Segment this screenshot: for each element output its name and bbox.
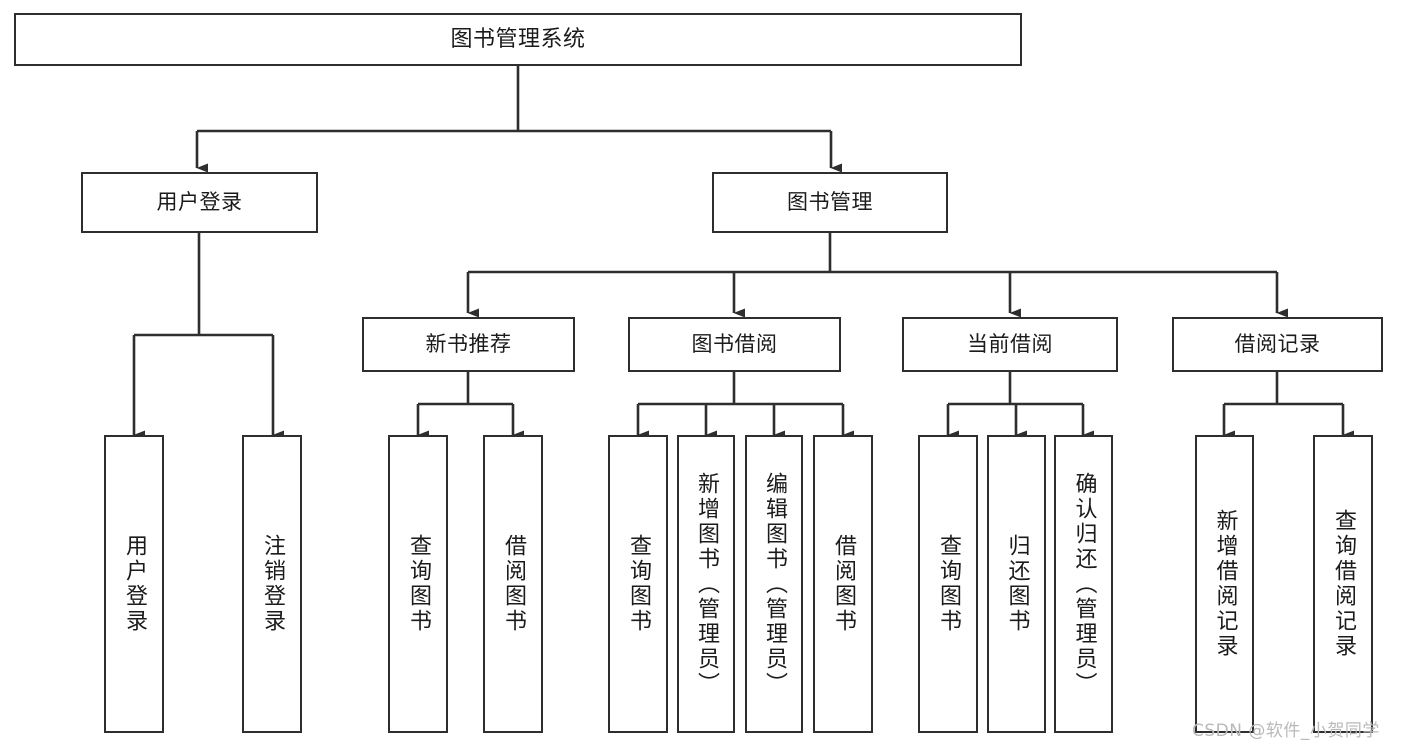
user-login-to-leaves-connectors bbox=[132, 233, 284, 440]
node-leaf-user-login[interactable]: 用户登录 bbox=[104, 435, 164, 733]
book-borrow-to-leaves-connectors bbox=[636, 372, 854, 440]
node-leaf-add-borrow-record[interactable]: 新增借阅记录 bbox=[1195, 435, 1254, 733]
node-borrow-record-label: 借阅记录 bbox=[1234, 332, 1321, 357]
node-leaf-confirm-return-label: 确认归还（管理员） bbox=[1071, 471, 1097, 697]
node-leaf-add-borrow-record-label: 新增借阅记录 bbox=[1212, 509, 1238, 659]
node-leaf-borrow-book-2-label: 借阅图书 bbox=[831, 534, 856, 634]
node-leaf-query-book-1-label: 查询图书 bbox=[406, 534, 431, 634]
node-book-borrow-label: 图书借阅 bbox=[691, 332, 778, 357]
node-leaf-edit-book-label: 编辑图书（管理员） bbox=[762, 471, 787, 697]
node-leaf-query-book-2-label: 查询图书 bbox=[626, 534, 651, 634]
node-book-borrow[interactable]: 图书借阅 bbox=[628, 317, 841, 372]
node-borrow-record[interactable]: 借阅记录 bbox=[1172, 317, 1383, 372]
node-leaf-query-borrow-record[interactable]: 查询借阅记录 bbox=[1313, 435, 1373, 733]
node-root-label: 图书管理系统 bbox=[450, 26, 586, 52]
node-leaf-logout-login[interactable]: 注销登录 bbox=[242, 435, 302, 733]
node-leaf-query-book-3[interactable]: 查询图书 bbox=[918, 435, 978, 733]
node-user-login-label: 用户登录 bbox=[156, 190, 243, 215]
node-leaf-return-book-label: 归还图书 bbox=[1004, 534, 1030, 634]
node-leaf-borrow-book-1[interactable]: 借阅图书 bbox=[483, 435, 543, 733]
book-management-to-level3-connectors bbox=[466, 233, 1288, 318]
node-root[interactable]: 图书管理系统 bbox=[14, 13, 1022, 66]
node-leaf-borrow-book-1-label: 借阅图书 bbox=[501, 534, 526, 634]
node-leaf-borrow-book-2[interactable]: 借阅图书 bbox=[813, 435, 873, 733]
node-leaf-add-book-label: 新增图书（管理员） bbox=[694, 471, 719, 697]
node-leaf-query-borrow-record-label: 查询借阅记录 bbox=[1331, 509, 1356, 659]
node-leaf-return-book[interactable]: 归还图书 bbox=[987, 435, 1046, 733]
current-borrow-to-leaves-connectors bbox=[946, 372, 1094, 440]
node-book-management[interactable]: 图书管理 bbox=[712, 172, 948, 233]
node-leaf-query-book-3-label: 查询图书 bbox=[936, 534, 961, 634]
node-leaf-add-book[interactable]: 新增图书（管理员） bbox=[677, 435, 735, 733]
node-new-book-recommend-label: 新书推荐 bbox=[425, 332, 512, 357]
node-book-management-label: 图书管理 bbox=[787, 190, 873, 215]
node-new-book-recommend[interactable]: 新书推荐 bbox=[362, 317, 575, 372]
node-leaf-query-book-1[interactable]: 查询图书 bbox=[388, 435, 448, 733]
node-leaf-confirm-return[interactable]: 确认归还（管理员） bbox=[1054, 435, 1113, 733]
node-current-borrow-label: 当前借阅 bbox=[967, 332, 1053, 357]
borrow-record-to-leaves-connectors bbox=[1222, 372, 1354, 440]
node-leaf-query-book-2[interactable]: 查询图书 bbox=[608, 435, 668, 733]
node-leaf-user-login-label: 用户登录 bbox=[122, 534, 147, 634]
new-book-recommend-to-leaves-connectors bbox=[416, 372, 524, 440]
node-current-borrow[interactable]: 当前借阅 bbox=[902, 317, 1118, 372]
node-leaf-logout-login-label: 注销登录 bbox=[260, 534, 285, 634]
node-user-login[interactable]: 用户登录 bbox=[81, 172, 318, 233]
node-leaf-edit-book[interactable]: 编辑图书（管理员） bbox=[745, 435, 803, 733]
root-to-level2-connectors bbox=[195, 66, 842, 173]
